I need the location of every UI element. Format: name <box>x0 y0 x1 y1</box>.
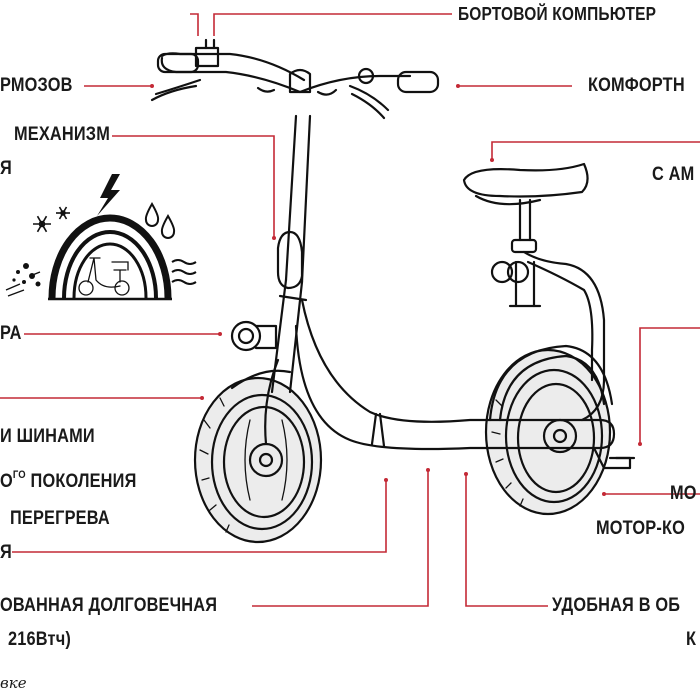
rear-frame <box>490 250 636 470</box>
front-wheel <box>193 376 323 544</box>
snowflake-icon <box>33 206 70 233</box>
frame-deck <box>294 298 616 451</box>
label-motor-generation-suffix: ПОКОЛЕНИЯ <box>25 471 137 492</box>
leader-lines <box>0 13 700 607</box>
headlight <box>230 320 278 352</box>
label-motor-line1: МО <box>670 483 697 504</box>
leader-line-fragment <box>12 480 387 553</box>
label-motor-line2: МОТОР-КО <box>596 518 686 539</box>
label-comfort: КОМФОРТН <box>588 75 685 96</box>
label-battery-line2: 216Втч) <box>8 629 71 650</box>
dust-icon <box>5 263 41 297</box>
protection-icon-cluster <box>5 174 197 301</box>
protection-arch-icon <box>48 214 172 301</box>
label-convenient: УДОБНАЯ В ОБ <box>552 595 681 616</box>
label-mechanism-line1: МЕХАНИЗМ <box>14 124 110 145</box>
seat <box>462 162 589 254</box>
footnote: вке <box>0 674 27 692</box>
label-fragment-ya: Я <box>0 542 12 563</box>
label-overheat: ПЕРЕГРЕВА <box>10 508 110 529</box>
label-fragment-k: К <box>686 629 697 650</box>
label-motor-generation-prefix: О <box>0 471 13 492</box>
front-fender <box>230 369 292 390</box>
label-motor-generation: ОГО ПОКОЛЕНИЯ <box>0 468 137 493</box>
lightning-icon <box>97 174 120 216</box>
water-drops-icon <box>144 202 176 239</box>
leader-line-seat <box>491 141 700 160</box>
label-onboard-computer: БОРТОВОЙ КОМПЬЮТЕР <box>458 4 657 24</box>
leader-line-convenient <box>465 474 548 607</box>
wind-icon <box>171 259 197 285</box>
label-motor-generation-sup: ГО <box>12 468 26 481</box>
label-mechanism-line2: Я <box>0 158 12 179</box>
leader-line-motor-right <box>639 327 700 444</box>
leader-line-mechanism <box>112 135 275 238</box>
leader-line-onboard-top <box>190 13 199 36</box>
scooter-icon <box>78 257 130 296</box>
scooter-drawing <box>150 38 636 544</box>
handlebar <box>150 38 440 120</box>
leader-line-battery <box>252 470 429 607</box>
leader-line-onboard <box>213 13 452 36</box>
label-battery-line1: ОВАННАЯ ДОЛГОВЕЧНАЯ <box>0 595 218 616</box>
label-tires: И ШИНАМИ <box>0 426 95 447</box>
label-headlight: РА <box>0 323 22 344</box>
rear-wheel <box>484 348 612 516</box>
label-seat: С АМ <box>652 164 695 185</box>
label-brakes: РМОЗОВ <box>0 75 73 96</box>
